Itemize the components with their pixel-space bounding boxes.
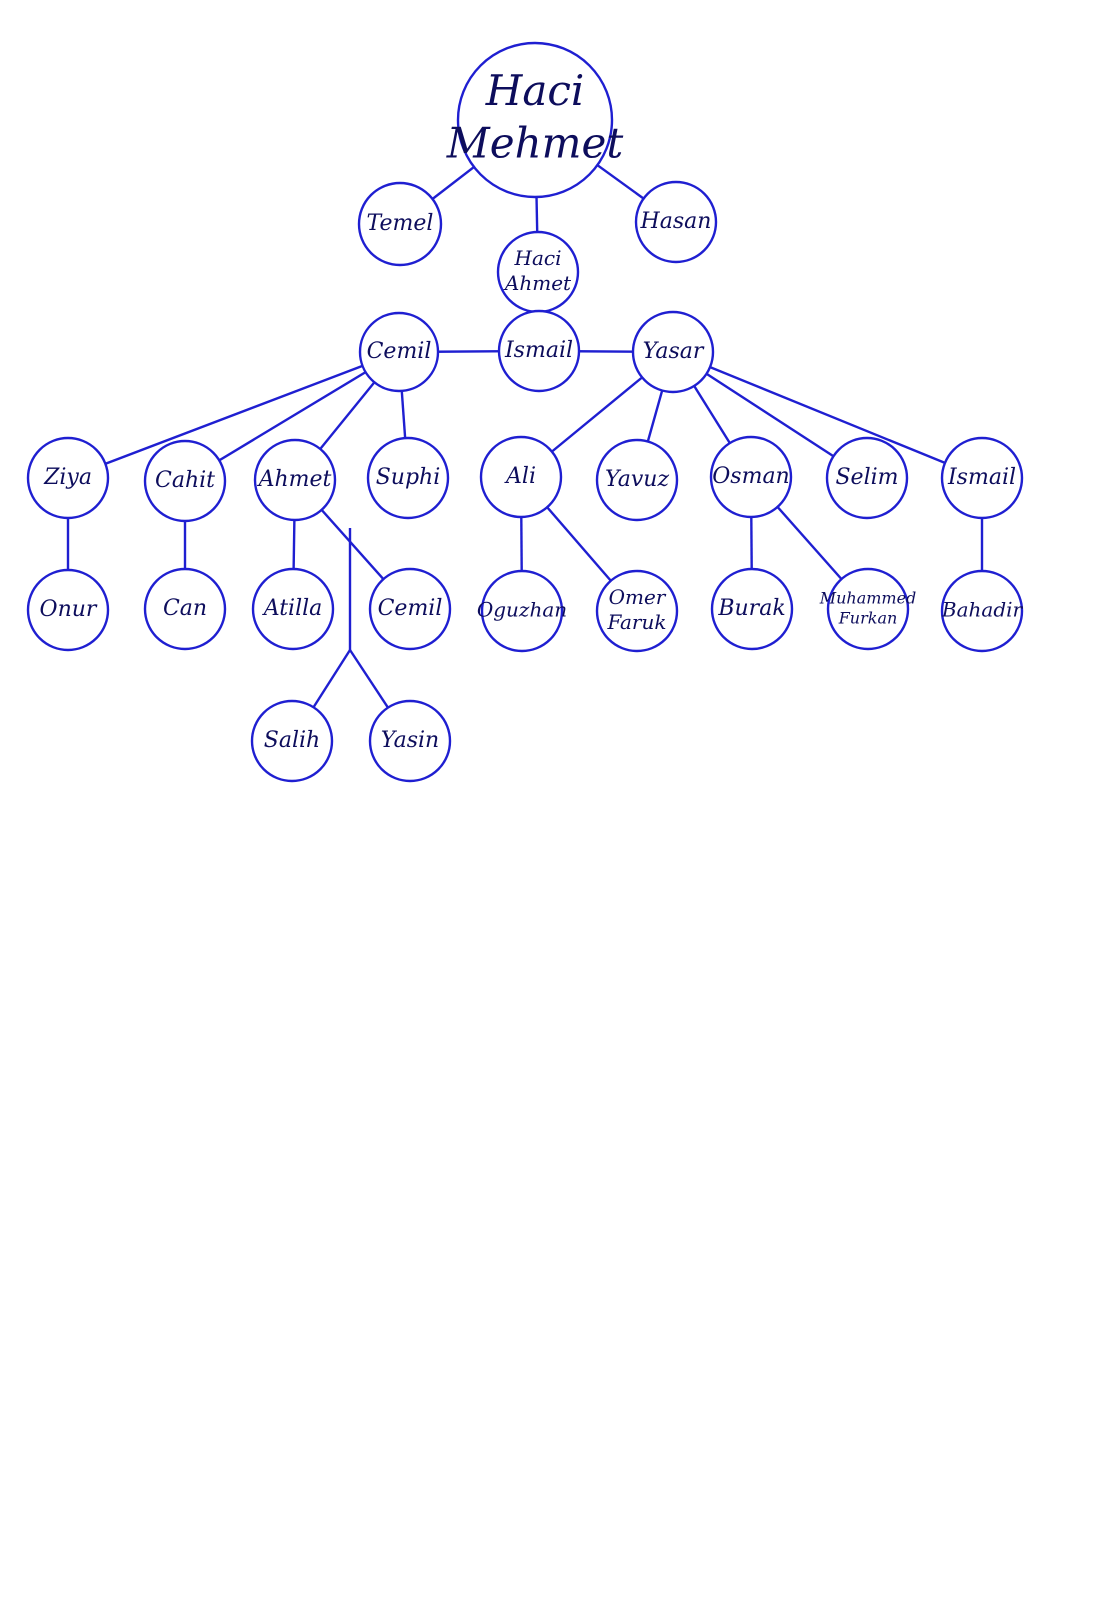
node-yavuz-label-1: Yavuz — [605, 467, 670, 492]
node-ali: Ali — [479, 435, 563, 519]
node-onur-label-1: Onur — [40, 597, 98, 622]
edge-yasar-ismail-right — [672, 350, 983, 480]
node-oguzhan-circle — [480, 569, 564, 653]
node-bahadir-label-1: Bahadir — [941, 598, 1024, 622]
node-oguzhan: Oguzhan — [477, 569, 567, 653]
node-temel-label-1: Temel — [367, 211, 434, 236]
node-oguzhan-label-1: Oguzhan — [477, 598, 567, 622]
node-cahit-circle — [143, 439, 227, 523]
node-ahmet: Ahmet — [253, 438, 337, 522]
node-cemil: Cemil — [358, 311, 440, 393]
node-atilla-label-1: Atilla — [262, 596, 323, 621]
node-temel-circle — [357, 181, 443, 267]
node-can: Can — [143, 567, 227, 651]
node-osman-label-1: Osman — [712, 464, 789, 489]
node-omer-faruk-label-2: Faruk — [606, 610, 666, 634]
node-can-circle — [143, 567, 227, 651]
node-yasin-circle — [368, 699, 452, 783]
node-yasin-label-1: Yasin — [381, 728, 439, 753]
edge-cemil-cahit — [184, 350, 400, 483]
node-cahit-label-1: Cahit — [155, 468, 215, 493]
node-ali-label-1: Ali — [504, 464, 536, 489]
node-ismail-right: Ismail — [940, 436, 1024, 520]
node-cemil-child: Cemil — [368, 567, 452, 651]
node-yavuz: Yavuz — [595, 438, 679, 522]
node-haci-ahmet-label-1: Haci — [514, 246, 562, 270]
node-ziya-circle — [26, 436, 110, 520]
node-ali-circle — [479, 435, 563, 519]
node-selim-circle — [825, 436, 909, 520]
node-ismail-right-circle — [940, 436, 1024, 520]
node-salih: Salih — [250, 699, 334, 783]
node-osman-circle — [709, 435, 793, 519]
node-muhammed-furkan-circle — [826, 567, 910, 651]
node-salih-circle — [250, 699, 334, 783]
node-hasan: Hasan — [634, 180, 718, 264]
node-omer-faruk-circle — [595, 569, 679, 653]
node-hasan-circle — [634, 180, 718, 264]
nodes-layer: HaciMehmetTemelHaciAhmetHasanIsmailCemil… — [26, 41, 1024, 783]
node-haci-ahmet-label-2: Ahmet — [503, 271, 572, 295]
node-haci-mehmet-circle — [456, 41, 614, 199]
node-yasar-label-1: Yasar — [643, 339, 705, 364]
node-onur: Onur — [26, 568, 110, 652]
node-omer-faruk-label-1: Omer — [609, 585, 667, 609]
node-yavuz-circle — [595, 438, 679, 522]
node-haci-mehmet-label-2: Mehmet — [446, 118, 624, 167]
node-haci-mehmet-label-1: Haci — [485, 66, 585, 115]
node-suphi-label-1: Suphi — [376, 465, 441, 490]
node-ahmet-label-1: Ahmet — [257, 467, 332, 492]
node-temel: Temel — [357, 181, 443, 267]
node-atilla-circle — [251, 567, 335, 651]
node-burak-circle — [710, 567, 794, 651]
node-can-label-1: Can — [163, 596, 207, 621]
node-atilla: Atilla — [251, 567, 335, 651]
node-selim: Selim — [825, 436, 909, 520]
node-suphi-circle — [366, 436, 450, 520]
node-muhammed-furkan-label-1: Muhammed — [819, 589, 917, 608]
edge-cemil-ziya — [67, 350, 400, 480]
node-cemil-child-circle — [368, 567, 452, 651]
node-ismail-top-label-1: Ismail — [504, 338, 573, 363]
node-ismail-top-circle — [497, 309, 581, 393]
node-yasin: Yasin — [368, 699, 452, 783]
node-salih-label-1: Salih — [264, 728, 320, 753]
node-cahit: Cahit — [143, 439, 227, 523]
node-ahmet-circle — [253, 438, 337, 522]
node-ziya: Ziya — [26, 436, 110, 520]
node-cemil-label-1: Cemil — [367, 339, 432, 364]
node-hasan-label-1: Hasan — [640, 209, 712, 234]
node-bahadir: Bahadir — [940, 569, 1024, 653]
node-osman: Osman — [709, 435, 793, 519]
node-ismail-right-label-1: Ismail — [947, 465, 1016, 490]
node-selim-label-1: Selim — [835, 465, 898, 490]
node-yasar: Yasar — [631, 310, 715, 394]
node-muhammed-furkan-label-2: Furkan — [838, 609, 898, 628]
node-bahadir-circle — [940, 569, 1024, 653]
node-yasar-circle — [631, 310, 715, 394]
node-burak-label-1: Burak — [717, 596, 785, 621]
node-burak: Burak — [710, 567, 794, 651]
node-onur-circle — [26, 568, 110, 652]
node-cemil-circle — [358, 311, 440, 393]
node-ziya-label-1: Ziya — [43, 465, 92, 490]
node-suphi: Suphi — [366, 436, 450, 520]
node-cemil-child-label-1: Cemil — [378, 596, 443, 621]
node-ismail-top: Ismail — [497, 309, 581, 393]
